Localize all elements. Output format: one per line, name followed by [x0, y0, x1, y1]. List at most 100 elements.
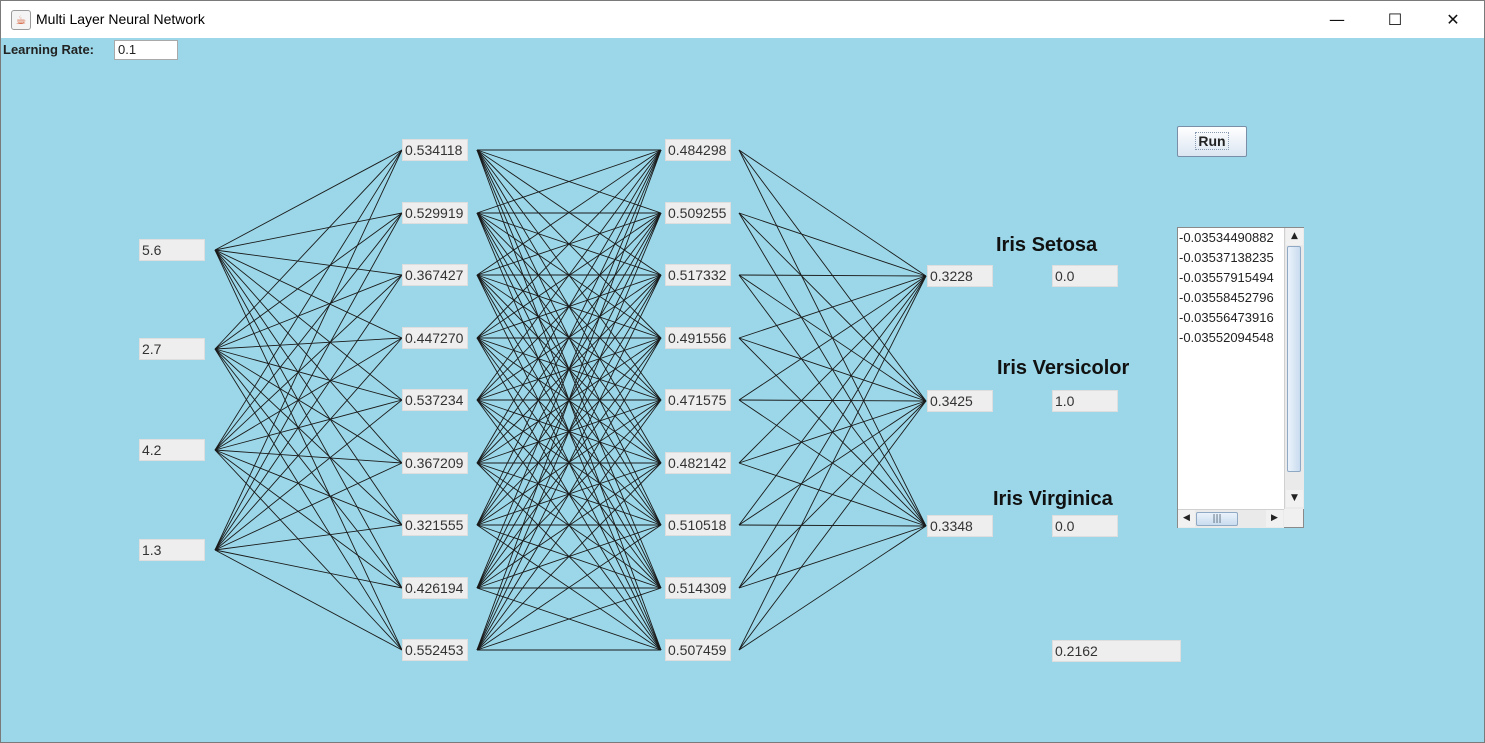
- connection-l1-3-2: [214, 212, 403, 451]
- connection-l2-9-8: [476, 587, 662, 651]
- error-list-item[interactable]: -0.03534490882: [1179, 230, 1274, 245]
- input-node-4[interactable]: 1.3: [139, 539, 205, 561]
- class-label-versicolor: Iris Versicolor: [997, 357, 1130, 379]
- java-coffee-icon: ☕: [11, 10, 31, 30]
- connection-l1-3-5: [214, 399, 403, 451]
- target-field-versicolor[interactable]: 1.0: [1052, 390, 1118, 412]
- hidden1-node-6[interactable]: 0.367209: [402, 452, 468, 474]
- connection-l1-1-9: [214, 249, 403, 651]
- connection-l1-1-8: [214, 249, 403, 589]
- vertical-scrollbar[interactable]: ▲ ▼: [1284, 228, 1304, 509]
- hidden2-node-1[interactable]: 0.484298: [665, 139, 731, 161]
- error-list[interactable]: -0.03534490882 -0.03537138235 -0.035579154…: [1178, 228, 1284, 509]
- connection-l1-2-8: [214, 348, 403, 589]
- hidden2-node-8[interactable]: 0.514309: [665, 577, 731, 599]
- error-list-item[interactable]: -0.03556473916: [1179, 310, 1274, 325]
- connection-l3-9-1: [738, 275, 927, 651]
- connection-l3-5-1: [738, 275, 927, 401]
- learning-rate-label: Learning Rate:: [3, 42, 95, 57]
- error-list-panel[interactable]: -0.03534490882 -0.03537138235 -0.035579154…: [1177, 227, 1304, 528]
- connection-l3-9-2: [738, 400, 927, 651]
- connection-l3-9-3: [738, 525, 927, 651]
- connection-l2-9-4: [476, 337, 662, 651]
- title-bar: ☕ Multi Layer Neural Network — ☐ ✕: [1, 1, 1484, 38]
- vertical-scroll-thumb[interactable]: [1287, 246, 1301, 472]
- hidden1-node-9[interactable]: 0.552453: [402, 639, 468, 661]
- connection-l1-2-3: [214, 274, 403, 350]
- error-list-item[interactable]: -0.03558452796: [1179, 290, 1274, 305]
- hidden2-node-7[interactable]: 0.510518: [665, 514, 731, 536]
- hidden2-node-9[interactable]: 0.507459: [665, 639, 731, 661]
- hidden2-node-4[interactable]: 0.491556: [665, 327, 731, 349]
- connection-l2-7-1: [476, 149, 662, 526]
- scrollbar-corner: [1284, 509, 1303, 527]
- output-node-1[interactable]: 0.3228: [927, 265, 993, 287]
- output-node-3[interactable]: 0.3348: [927, 515, 993, 537]
- connection-l1-3-8: [214, 449, 403, 589]
- connection-l3-3-1: [738, 274, 927, 277]
- hidden1-node-3[interactable]: 0.367427: [402, 264, 468, 286]
- connection-l1-3-3: [214, 274, 403, 451]
- connection-l1-4-6: [214, 462, 403, 551]
- connection-l1-2-7: [214, 348, 403, 526]
- error-list-item[interactable]: -0.03537138235: [1179, 250, 1274, 265]
- connection-l2-9-3: [476, 274, 662, 651]
- connection-l1-3-9: [214, 449, 403, 651]
- hidden2-node-3[interactable]: 0.517332: [665, 264, 731, 286]
- connection-l1-1-2: [214, 212, 403, 251]
- scroll-up-arrow-icon[interactable]: ▲: [1286, 228, 1303, 245]
- error-field[interactable]: 0.2162: [1052, 640, 1181, 662]
- output-node-2[interactable]: 0.3425: [927, 390, 993, 412]
- maximize-button[interactable]: ☐: [1387, 10, 1403, 29]
- connection-l1-3-7: [214, 449, 403, 526]
- horizontal-scroll-thumb[interactable]: |||: [1196, 512, 1238, 526]
- input-node-2[interactable]: 2.7: [139, 338, 205, 360]
- run-button[interactable]: Run: [1177, 126, 1247, 157]
- connection-l2-9-7: [476, 524, 662, 651]
- connection-l1-4-2: [214, 212, 403, 551]
- error-list-item[interactable]: -0.03557915494: [1179, 270, 1274, 285]
- input-node-3[interactable]: 4.2: [139, 439, 205, 461]
- hidden1-node-7[interactable]: 0.321555: [402, 514, 468, 536]
- hidden1-node-5[interactable]: 0.537234: [402, 389, 468, 411]
- scroll-left-arrow-icon[interactable]: ◀: [1178, 510, 1195, 527]
- connection-l2-9-6: [476, 462, 662, 651]
- connection-l3-2-1: [738, 212, 927, 277]
- connection-l3-8-3: [738, 525, 927, 589]
- hidden2-node-5[interactable]: 0.471575: [665, 389, 731, 411]
- hidden2-node-2[interactable]: 0.509255: [665, 202, 731, 224]
- connection-l2-9-5: [476, 399, 662, 651]
- hidden1-node-8[interactable]: 0.426194: [402, 577, 468, 599]
- connection-l1-1-7: [214, 249, 403, 526]
- connection-l1-1-1: [214, 149, 403, 251]
- connection-l2-3-1: [476, 149, 662, 276]
- class-label-virginica: Iris Virginica: [993, 488, 1113, 510]
- learning-rate-input[interactable]: 0.1: [114, 40, 178, 60]
- connection-l1-3-1: [214, 149, 403, 451]
- run-button-label: Run: [1195, 132, 1229, 150]
- close-button[interactable]: ✕: [1446, 10, 1460, 29]
- window-title: Multi Layer Neural Network: [36, 11, 205, 27]
- connection-l1-2-2: [214, 212, 403, 350]
- scroll-right-arrow-icon[interactable]: ▶: [1266, 510, 1283, 527]
- input-node-1[interactable]: 5.6: [139, 239, 205, 261]
- connection-l3-1-1: [738, 149, 927, 277]
- connection-l1-4-8: [214, 549, 403, 589]
- connection-l1-4-3: [214, 274, 403, 551]
- network-connections: [214, 149, 927, 651]
- target-field-virginica[interactable]: 0.0: [1052, 515, 1118, 537]
- error-list-item[interactable]: -0.03552094548: [1179, 330, 1274, 345]
- target-field-setosa[interactable]: 0.0: [1052, 265, 1118, 287]
- scroll-down-arrow-icon[interactable]: ▼: [1286, 490, 1303, 507]
- connection-l1-3-6: [214, 449, 403, 464]
- horizontal-scrollbar[interactable]: ◀ ||| ▶: [1178, 509, 1284, 528]
- hidden1-node-4[interactable]: 0.447270: [402, 327, 468, 349]
- hidden1-node-2[interactable]: 0.529919: [402, 202, 468, 224]
- connection-l1-2-1: [214, 149, 403, 350]
- connection-l3-4-1: [738, 275, 927, 339]
- minimize-button[interactable]: —: [1329, 10, 1345, 29]
- connection-l2-5-1: [476, 149, 662, 401]
- connection-l1-4-9: [214, 549, 403, 651]
- hidden2-node-6[interactable]: 0.482142: [665, 452, 731, 474]
- hidden1-node-1[interactable]: 0.534118: [402, 139, 468, 161]
